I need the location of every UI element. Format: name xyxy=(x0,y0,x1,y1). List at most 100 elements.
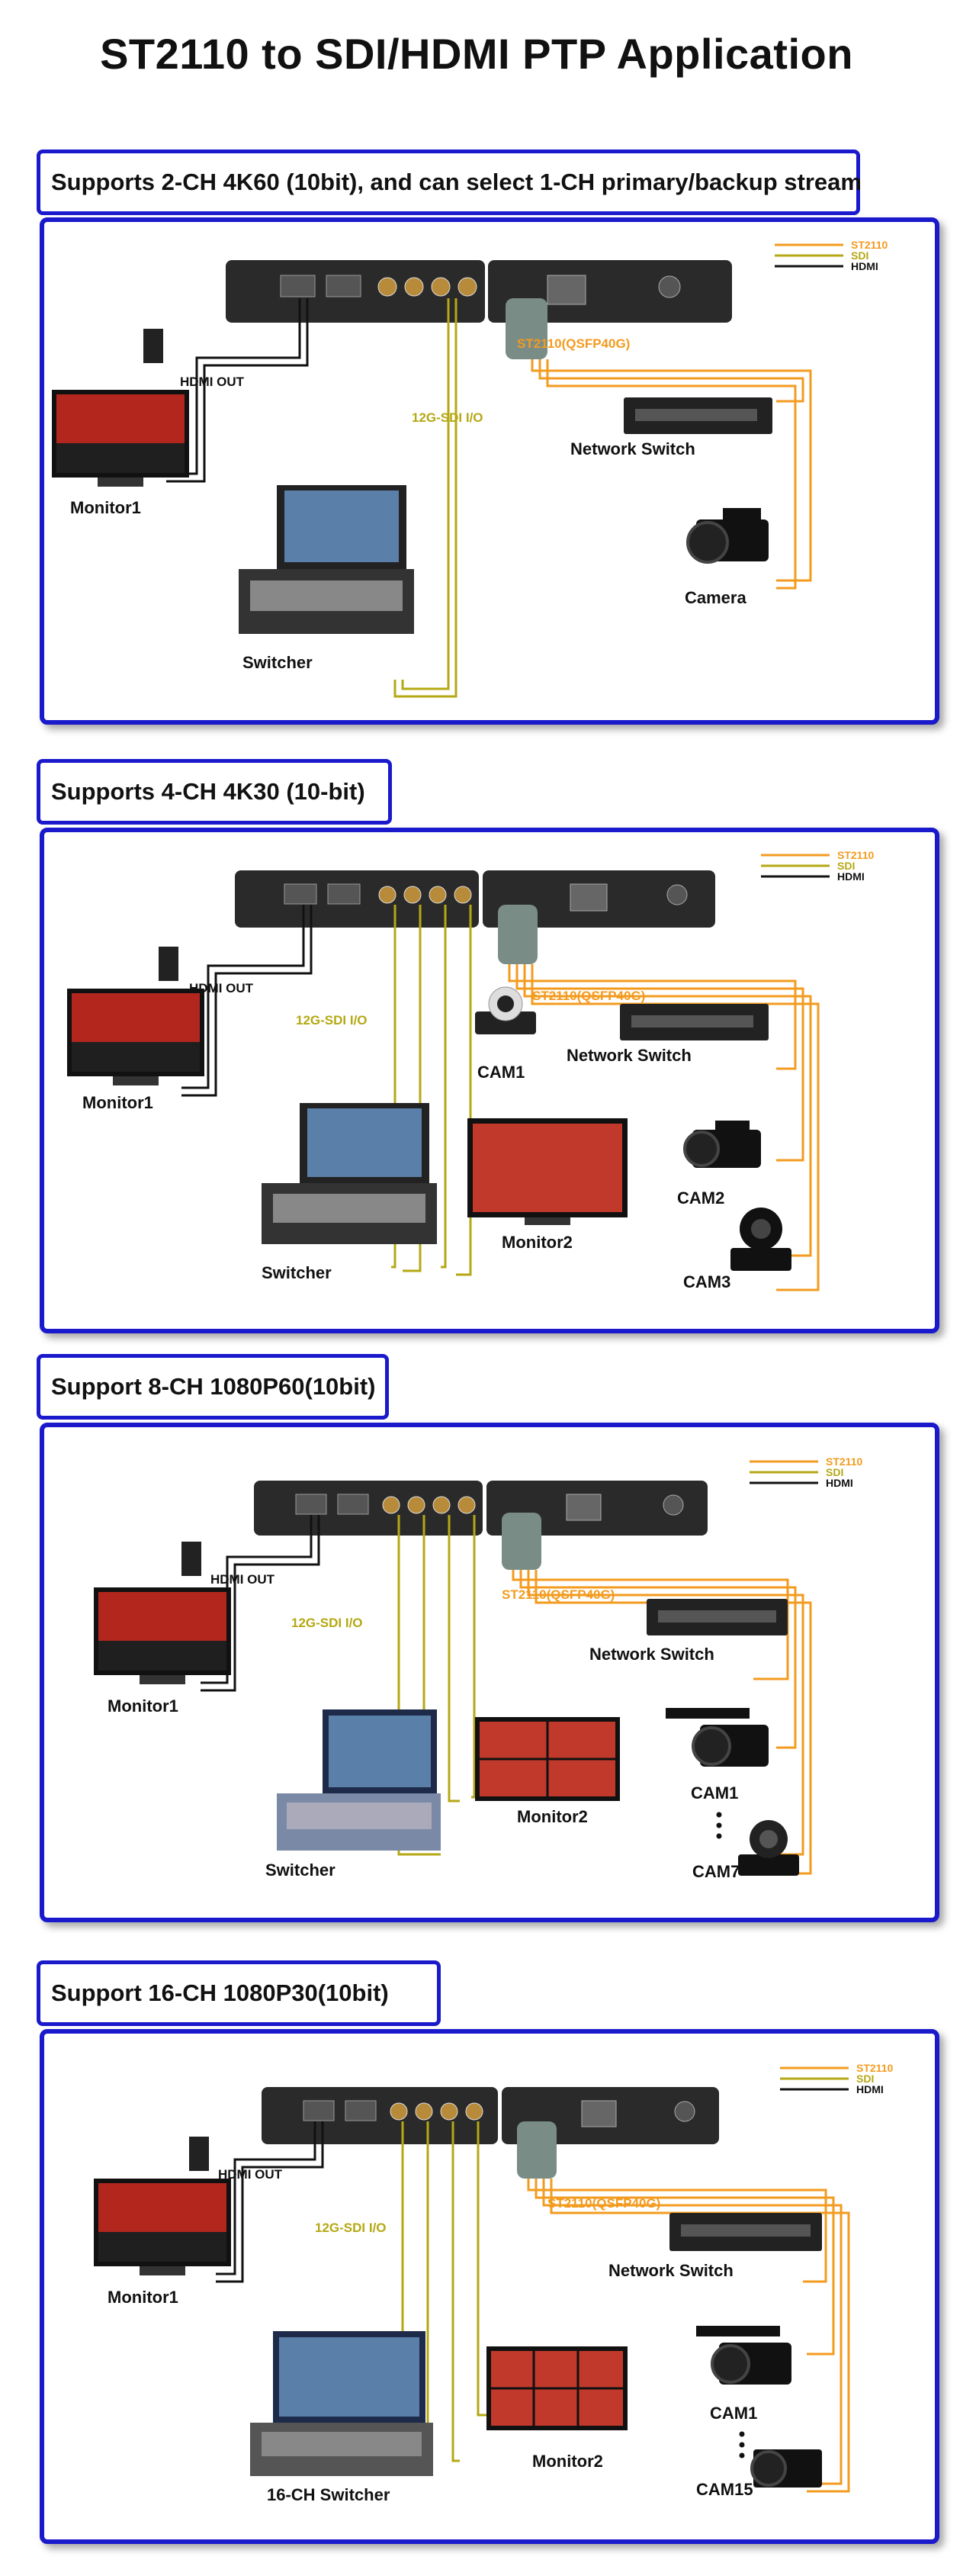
hdmi-cable xyxy=(201,1515,320,1692)
switcher-label: Switcher xyxy=(242,653,313,672)
qsfp-label: ST2110(QSFP40G) xyxy=(502,1587,615,1602)
section-3-title: Support 8-CH 1080P60(10bit) xyxy=(37,1354,389,1420)
cam2-label: CAM2 xyxy=(677,1188,724,1208)
switcher xyxy=(250,2331,433,2476)
legend-st2110: ST2110 xyxy=(856,2062,893,2074)
more-dots xyxy=(716,1812,722,1839)
monitor1-label: Monitor1 xyxy=(70,498,141,517)
st2110-cable xyxy=(531,964,820,1291)
legend-hdmi: HDMI xyxy=(826,1477,853,1489)
legend-sdi: SDI xyxy=(826,1466,843,1478)
hdmi-port xyxy=(303,2100,335,2121)
st2110-cable xyxy=(508,964,797,1070)
section-2-title: Supports 4-CH 4K30 (10-bit) xyxy=(37,759,392,825)
hdmi-port xyxy=(337,1494,369,1515)
hdmi-cable xyxy=(201,1515,313,1684)
hdmi-connector-icon xyxy=(189,2137,209,2171)
legend: ST2110 SDI HDMI xyxy=(780,2062,893,2095)
section-4-title: Support 16-CH 1080P30(10bit) xyxy=(37,1960,441,2026)
network-switch xyxy=(669,2213,822,2251)
sdi-cable xyxy=(448,1515,460,1803)
st2110-cable xyxy=(515,964,804,1162)
qsfp-module xyxy=(498,905,538,964)
legend: ST2110 SDI HDMI xyxy=(775,239,888,272)
sdi-port xyxy=(390,2102,408,2121)
monitor1-label: Monitor1 xyxy=(82,1093,153,1112)
hdmi-connector-icon xyxy=(143,329,163,363)
camera-label: Camera xyxy=(685,588,746,607)
sdi-cable xyxy=(393,298,458,698)
hdmi-cable xyxy=(181,905,313,1097)
network-switch-label: Network Switch xyxy=(567,1046,692,1065)
network-switch-label: Network Switch xyxy=(608,2261,734,2280)
legend-sdi: SDI xyxy=(851,249,868,262)
page-title: ST2110 to SDI/HDMI PTP Application xyxy=(100,30,853,78)
st2110-cable xyxy=(523,964,812,1257)
monitor1 xyxy=(52,390,189,487)
legend-sdi: SDI xyxy=(837,860,855,872)
hdmi-port xyxy=(284,883,317,905)
legend: ST2110 SDI HDMI xyxy=(750,1455,862,1489)
network-switch xyxy=(624,397,772,434)
power-port xyxy=(666,884,688,905)
hdmi-out-label: HDMI OUT xyxy=(210,1572,275,1587)
hdmi-port xyxy=(295,1494,327,1515)
sdi-io-label: 12G-SDI I/O xyxy=(315,2221,387,2235)
qsfp-module xyxy=(506,298,547,359)
cam15-label: CAM15 xyxy=(696,2480,753,2499)
cam2 xyxy=(683,1121,761,1168)
cam1-label: CAM1 xyxy=(691,1783,738,1803)
st2110-cable xyxy=(535,2179,835,2356)
sdi-port xyxy=(432,1496,451,1514)
hdmi-out-label: HDMI OUT xyxy=(189,981,254,995)
qsfp-label: ST2110(QSFP40G) xyxy=(517,336,630,351)
legend-st2110: ST2110 xyxy=(826,1455,862,1468)
monitor2-label: Monitor2 xyxy=(532,2452,603,2471)
st2110-cable xyxy=(527,2179,827,2283)
hdmi-port xyxy=(327,883,361,905)
sdi-port xyxy=(377,277,397,297)
sdi-cable xyxy=(401,298,450,690)
legend-sdi: SDI xyxy=(856,2073,874,2085)
legend-hdmi: HDMI xyxy=(856,2083,884,2095)
cam7-label: CAM7 xyxy=(692,1862,740,1881)
hdmi-connector-icon xyxy=(159,947,178,981)
st2110-cable xyxy=(531,359,812,582)
st2110-cable xyxy=(542,2179,843,2485)
st2110-cable xyxy=(546,359,797,590)
ethernet-port xyxy=(581,2100,617,2127)
switcher-label: Switcher xyxy=(265,1860,336,1880)
hdmi-out-label: HDMI OUT xyxy=(180,375,245,389)
sdi-cable xyxy=(391,905,396,1269)
converter-device xyxy=(254,1481,708,1570)
monitor2 xyxy=(467,1118,628,1225)
switcher xyxy=(262,1103,437,1244)
qsfp-label: ST2110(QSFP40G) xyxy=(547,2196,660,2211)
hdmi-port xyxy=(280,275,316,297)
cam15 xyxy=(750,2449,822,2488)
sdi-port xyxy=(458,1496,476,1514)
st2110-cable xyxy=(550,2179,850,2493)
sdi-io-label: 12G-SDI I/O xyxy=(296,1013,368,1028)
st2110-cable xyxy=(538,359,804,403)
legend-hdmi: HDMI xyxy=(837,870,865,883)
camera xyxy=(686,508,769,564)
sdi-port xyxy=(382,1496,400,1514)
more-dots xyxy=(739,2431,745,2459)
sdi-io-label: 12G-SDI I/O xyxy=(291,1616,363,1630)
network-switch xyxy=(647,1599,788,1635)
hdmi-port xyxy=(326,275,361,297)
cam7 xyxy=(738,1820,799,1876)
switcher-label: Switcher xyxy=(262,1263,332,1282)
cam3 xyxy=(730,1208,791,1271)
legend-hdmi: HDMI xyxy=(851,260,878,272)
network-switch xyxy=(620,1004,769,1040)
sdi-port xyxy=(458,277,477,297)
qsfp-label: ST2110(QSFP40G) xyxy=(532,989,645,1003)
section-3-diagram: ST2110 SDI HDMI HDMI OUT Monitor1 12G xyxy=(94,1455,862,1881)
sdi-cable xyxy=(451,2121,460,2462)
converter-device xyxy=(235,870,715,964)
sdi-cable xyxy=(456,905,472,1276)
ethernet-port xyxy=(547,275,586,305)
cam1 xyxy=(696,2326,791,2385)
